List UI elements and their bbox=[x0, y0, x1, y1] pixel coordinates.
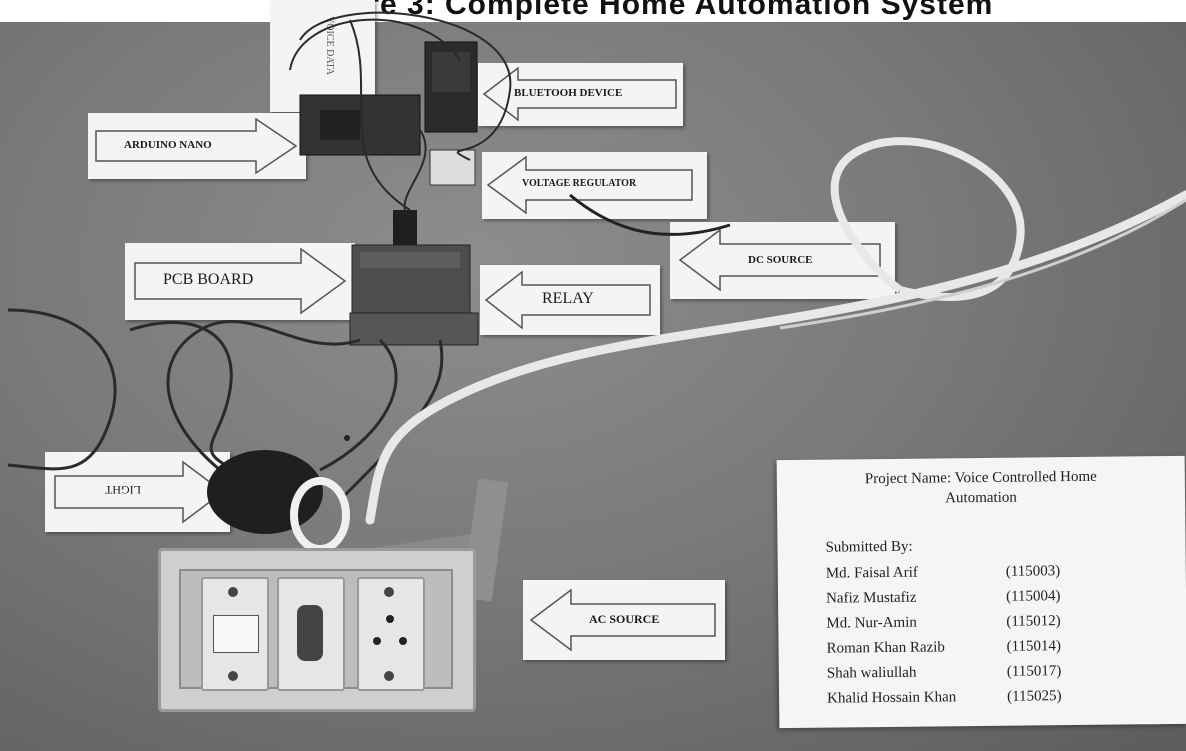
screw-icon bbox=[384, 587, 394, 597]
label-pcb-board: PCB BOARD bbox=[125, 243, 355, 320]
screw-icon bbox=[384, 671, 394, 681]
label-relay: RELAY bbox=[480, 265, 660, 335]
label-top-partial-text: VOICE DATA bbox=[323, 16, 335, 75]
label-arduino-nano: ARDUINO NANO bbox=[88, 113, 306, 179]
member-name: Md. Nur-Amin bbox=[826, 614, 917, 632]
socket-pin-hole bbox=[386, 615, 394, 623]
label-voltage-regulator: VOLTAGE REGULATOR bbox=[482, 152, 707, 219]
arrow-left-icon bbox=[529, 588, 716, 652]
switch-toggle[interactable] bbox=[213, 615, 259, 653]
member-row: Khalid Hossain Khan (115025) bbox=[827, 688, 1062, 707]
member-id: (115003) bbox=[1005, 563, 1061, 580]
switch-module[interactable] bbox=[201, 577, 269, 691]
label-arduino-nano-text: ARDUINO NANO bbox=[124, 139, 212, 151]
socket-pin-hole bbox=[399, 637, 407, 645]
label-bluetooth-device-text: BLUETOOH DEVICE bbox=[514, 87, 623, 99]
label-voltage-regulator-text: VOLTAGE REGULATOR bbox=[522, 178, 637, 189]
member-name: Roman Khan Razib bbox=[826, 639, 945, 657]
blank-module bbox=[277, 577, 345, 691]
member-row: Nafiz Mustafiz (115004) bbox=[825, 588, 1061, 608]
label-dc-source: DC SOURCE bbox=[670, 222, 895, 299]
member-row: Md. Faisal Arif (115003) bbox=[825, 563, 1061, 583]
member-name: Khalid Hossain Khan bbox=[827, 689, 957, 707]
label-light-text: LIGHT bbox=[105, 483, 141, 497]
member-row: Shah waliullah (115017) bbox=[826, 663, 1062, 683]
member-id: (115004) bbox=[1005, 588, 1061, 605]
member-id: (115025) bbox=[1007, 688, 1062, 705]
switch-plate bbox=[158, 548, 476, 712]
socket-module[interactable] bbox=[357, 577, 425, 691]
label-dc-source-text: DC SOURCE bbox=[748, 254, 813, 266]
screw-icon bbox=[228, 671, 238, 681]
socket-pin-hole bbox=[373, 637, 381, 645]
label-pcb-board-text: PCB BOARD bbox=[163, 271, 254, 288]
blank-slot bbox=[297, 605, 323, 661]
member-name: Nafiz Mustafiz bbox=[825, 589, 917, 607]
arrow-right-icon bbox=[134, 247, 347, 315]
label-relay-text: RELAY bbox=[542, 290, 594, 307]
label-ac-source-text: AC SOURCE bbox=[589, 612, 660, 626]
project-info-card: Project Name: Voice Controlled Home Auto… bbox=[776, 455, 1186, 729]
member-name: Shah waliullah bbox=[826, 664, 917, 682]
screw-icon bbox=[228, 587, 238, 597]
member-row: Roman Khan Razib (115014) bbox=[826, 638, 1062, 657]
label-ac-source: AC SOURCE bbox=[523, 580, 725, 660]
member-row: Md. Nur-Amin (115012) bbox=[826, 613, 1061, 633]
member-id: (115012) bbox=[1006, 613, 1061, 630]
member-id: (115017) bbox=[1006, 663, 1062, 680]
submitted-by-label: Submitted By: bbox=[825, 538, 913, 556]
project-title: Project Name: Voice Controlled Home Auto… bbox=[777, 466, 1185, 510]
member-id: (115014) bbox=[1006, 638, 1062, 655]
label-light: LIGHT bbox=[45, 452, 230, 532]
arrow-right-icon bbox=[95, 117, 298, 175]
label-top-partial: VOICE DATA bbox=[270, 0, 375, 112]
label-bluetooth-device: BLUETOOH DEVICE bbox=[478, 63, 683, 126]
member-name: Md. Faisal Arif bbox=[825, 564, 918, 582]
project-title-line2: Automation bbox=[945, 489, 1017, 507]
